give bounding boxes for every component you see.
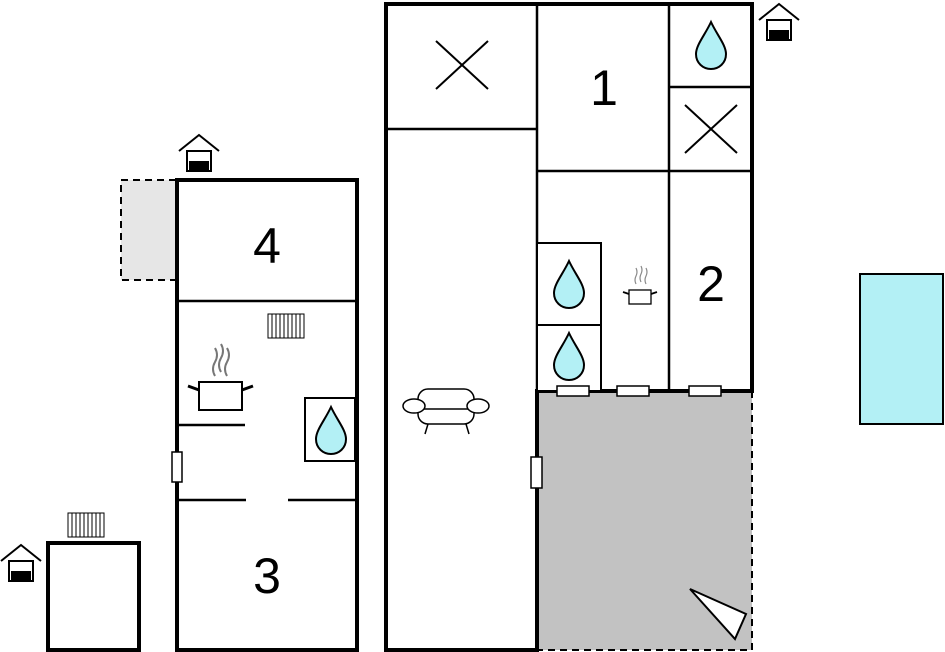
room-number-3: 3 [253, 548, 281, 604]
room-number-4: 4 [253, 218, 281, 274]
house-entrance-icon [0, 544, 42, 582]
water-drop-icon [695, 21, 727, 70]
main-building-outline [384, 2, 754, 652]
outbuilding [0, 512, 141, 652]
bed-cross-icon [435, 40, 489, 90]
cooking-pot-icon [187, 343, 254, 411]
room-number-1: 1 [590, 60, 618, 116]
window-icon [616, 385, 650, 397]
bed-cross-icon [684, 104, 738, 154]
room-number-2: 2 [697, 256, 725, 312]
terrace-area [537, 391, 752, 650]
radiator-icon [267, 313, 305, 339]
pool-area [859, 273, 944, 425]
outbuilding-outline [46, 541, 141, 652]
cooking-pot-icon [622, 265, 658, 305]
left-building-outline [175, 178, 359, 652]
building-main: 1 2 [384, 2, 800, 652]
radiator-icon [67, 512, 105, 538]
door-icon[interactable] [171, 451, 183, 483]
building-left: 4 3 [120, 134, 359, 652]
north-arrow-icon [689, 588, 748, 641]
annex-area [120, 179, 178, 281]
house-entrance-icon [758, 3, 800, 41]
door-icon[interactable] [530, 456, 543, 489]
window-icon [688, 385, 722, 397]
sofa-icon [402, 388, 490, 435]
house-entrance-icon [178, 134, 220, 172]
window-icon [556, 385, 590, 397]
